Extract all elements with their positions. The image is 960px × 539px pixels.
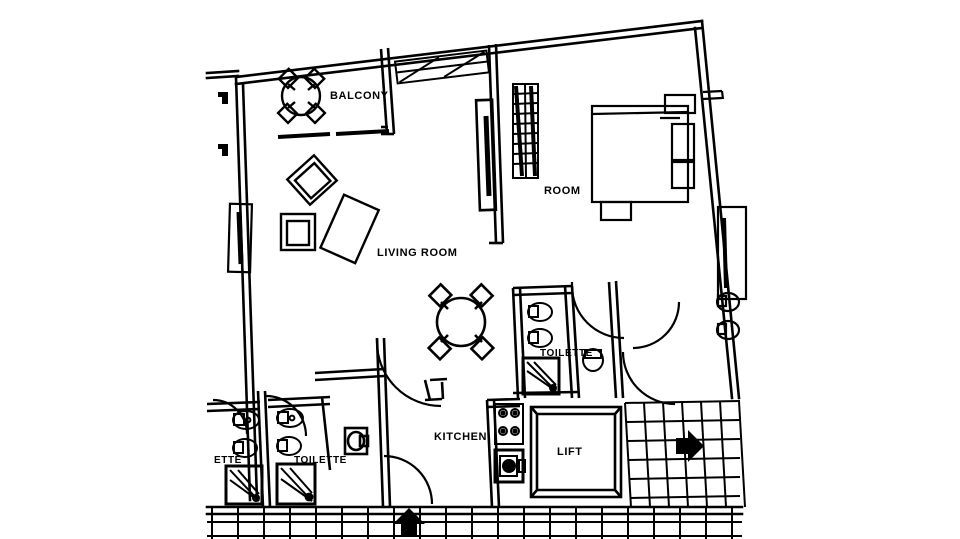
room-label-toilette-lower: TOILETTE xyxy=(294,455,347,466)
room-label-kitchen: KITCHEN xyxy=(434,431,487,443)
balcony-table-set xyxy=(276,67,327,125)
tiled-floor-bottom xyxy=(207,508,742,539)
living-room-furniture xyxy=(279,153,381,265)
room-label-living-room: LIVING ROOM xyxy=(377,247,458,259)
dining-table-set xyxy=(426,282,496,362)
toilette-upper-fixtures xyxy=(521,302,604,396)
room-label-toilette-upper: TOILETTE xyxy=(540,348,593,359)
kitchen-walls xyxy=(314,337,521,508)
room-label-lift: LIFT xyxy=(557,446,583,458)
room-label-balcony: BALCONY xyxy=(330,90,389,102)
bed xyxy=(590,93,697,222)
window-left xyxy=(226,202,254,274)
window-top xyxy=(393,49,491,85)
room-label-room: ROOM xyxy=(544,185,581,197)
walls-group xyxy=(205,19,744,516)
lift-shaft xyxy=(529,405,623,499)
kitchen-appliances xyxy=(493,403,526,484)
interior-wall-living-room xyxy=(474,43,505,245)
room-label-toilette-left: ETTE xyxy=(214,455,242,466)
entrance-arrow-right-icon xyxy=(676,430,704,462)
right-wall-features xyxy=(702,89,748,341)
left-wall-markers xyxy=(218,92,228,156)
toilette-lower-fixtures xyxy=(224,408,317,506)
entrance-arrow-up-icon xyxy=(393,508,425,536)
wardrobe-closet xyxy=(512,83,539,179)
tiled-floor-right xyxy=(624,400,746,508)
balcony-walls xyxy=(277,47,396,139)
